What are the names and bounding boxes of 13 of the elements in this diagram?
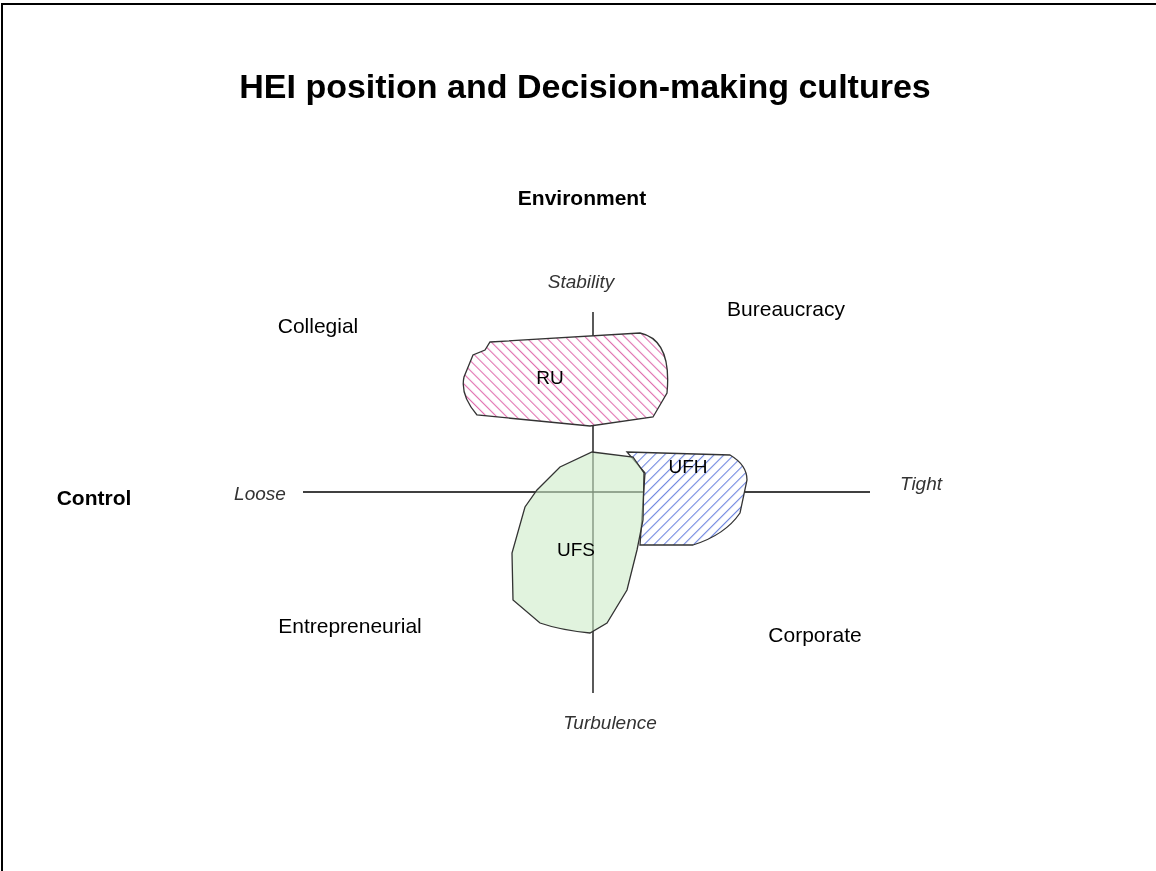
quadrant-label: Bureaucracy: [727, 297, 845, 321]
axis-title: Control: [56, 486, 132, 510]
region-label: UFS: [557, 539, 595, 561]
quadrant-label: Entrepreneurial: [278, 614, 422, 638]
title: HEI position and Decision-making cultures: [239, 66, 931, 106]
axis-end-label: Stability: [547, 271, 615, 293]
quadrant-label: Corporate: [768, 623, 862, 647]
axis-title: Environment: [517, 186, 647, 210]
axis-end-label: Turbulence: [563, 712, 657, 734]
axis-end-label: Tight: [899, 473, 943, 495]
axis-end-label: Loose: [234, 483, 286, 505]
quadrant-label: Collegial: [277, 314, 359, 338]
region-label: UFH: [668, 456, 708, 478]
